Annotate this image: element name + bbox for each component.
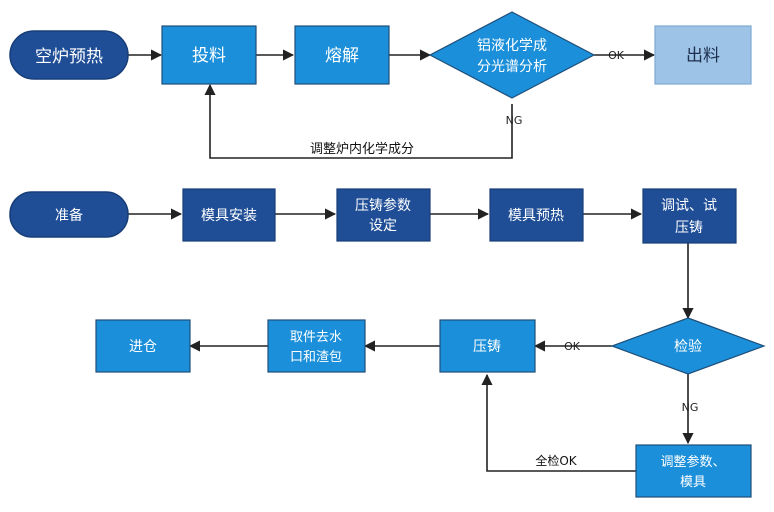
all-ok-label: 全检OK	[535, 453, 577, 468]
inspect-label: 检验	[674, 339, 702, 355]
analysis-label-line2: 分光谱分析	[477, 59, 547, 75]
prepare-label: 准备	[55, 207, 83, 224]
arrow-ng-loop-1	[204, 83, 513, 159]
ok-label-1: OK	[608, 49, 625, 62]
prepare-node	[9, 191, 129, 238]
warehouse-label: 进仓	[129, 339, 157, 355]
mold-install-node	[182, 188, 276, 242]
die-cast-label: 压铸	[473, 339, 501, 355]
trial-cast-label-line1: 调试、试	[661, 198, 717, 214]
param-setting-label-line1: 压铸参数	[355, 197, 411, 214]
remove-part-label-line1: 取件去水	[290, 330, 342, 345]
output-node	[654, 25, 752, 85]
arrow-adjust-to-die-cast	[481, 373, 636, 472]
ng-label-1: NG	[506, 114, 523, 127]
analysis-decision-node	[428, 11, 596, 99]
adjust-params-node	[635, 444, 752, 498]
trial-cast-node	[642, 188, 737, 244]
trial-cast-label-line2: 压铸	[675, 220, 703, 236]
melt-label: 熔解	[325, 46, 359, 66]
feed-label: 投料	[192, 46, 226, 66]
analysis-label-line1: 铝液化学成	[477, 38, 547, 54]
mold-preheat-label: 模具预热	[508, 208, 564, 224]
die-cast-node	[439, 319, 536, 373]
start-preheat-node	[9, 30, 129, 80]
adjust-params-label-line2: 模具	[680, 475, 706, 490]
remove-part-node	[267, 319, 366, 373]
ng-label-2: NG	[682, 401, 699, 414]
param-setting-node	[336, 188, 431, 242]
mold-preheat-node	[489, 188, 584, 242]
flow-2: 准备 模具安装 压铸参数 设定 模具预热 调试、试 压铸 检验 OK 压铸 取件…	[9, 188, 766, 498]
feed-node	[161, 25, 257, 85]
adjust-params-label-line1: 调整参数、	[660, 454, 725, 470]
warehouse-node	[95, 319, 191, 373]
melt-node	[294, 25, 390, 85]
start-preheat-label: 空炉预热	[35, 47, 103, 67]
ok-label-2: OK	[564, 340, 581, 353]
param-setting-label-line2: 设定	[369, 218, 397, 234]
adjust-composition-label: 调整炉内化学成分	[310, 141, 414, 157]
output-label: 出料	[686, 46, 720, 66]
remove-part-label-line2: 口和渣包	[290, 350, 342, 365]
mold-install-label: 模具安装	[201, 208, 257, 224]
inspect-decision-node	[610, 317, 766, 375]
flow-1: 空炉预热 投料 熔解 铝液化学成 分光谱分析 OK 出料 NG 调整炉内化学成分	[9, 11, 752, 159]
